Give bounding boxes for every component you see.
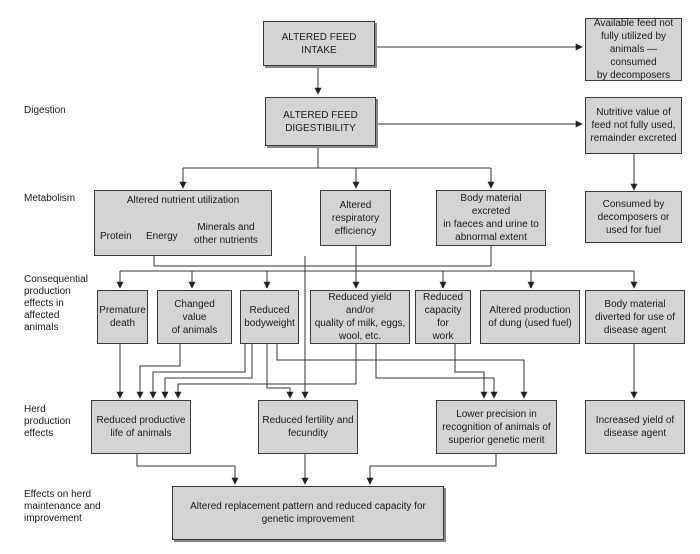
arrow-bodyweight-to-life-2 bbox=[161, 344, 253, 399]
box-altered-respiratory-efficiency: Altered respiratory efficiency bbox=[320, 190, 391, 246]
box-nutritive-value: Nutritive value of feed not fully used, … bbox=[585, 97, 682, 154]
box-lower-precision: Lower precision in recognition of animal… bbox=[436, 400, 557, 454]
box-body-material-excreted: Body material excreted in faeces and uri… bbox=[436, 190, 546, 246]
arrow-capacity-to-precision bbox=[454, 344, 488, 399]
box-altered-replacement: Altered replacement pattern and reduced … bbox=[172, 486, 444, 540]
box-reduced-fertility: Reduced fertility and fecundity bbox=[258, 400, 358, 454]
nutrient-energy: Energy bbox=[146, 231, 178, 242]
arrow-bodyweight-to-fertility bbox=[266, 344, 294, 399]
box-altered-feed-intake: ALTERED FEED INTAKE bbox=[263, 21, 375, 66]
box-increased-yield: Increased yield of disease agent bbox=[585, 400, 685, 454]
box-available-feed: Available feed not fully utilized by ani… bbox=[585, 18, 682, 81]
arrow-yield-to-precision bbox=[375, 344, 498, 399]
nutrient-protein: Protein bbox=[100, 231, 132, 242]
label-digestion: Digestion bbox=[24, 105, 66, 116]
box-altered-dung: Altered production of dung (used fuel) bbox=[480, 290, 580, 344]
box-altered-feed-digestibility: ALTERED FEED DIGESTIBILITY bbox=[265, 97, 376, 146]
box-reduced-productive-life: Reduced productive life of animals bbox=[91, 400, 191, 454]
label-herd-production: Herd production effects bbox=[24, 404, 71, 439]
box-consumed-decomposers: Consumed by decomposers or used for fuel bbox=[585, 191, 682, 243]
box-changed-value: Changed value of animals bbox=[157, 290, 232, 344]
nutrient-utilization-title: Altered nutrient utilization bbox=[126, 195, 240, 206]
arrow-precision-to-replacement bbox=[366, 454, 497, 485]
box-premature-death: Premature death bbox=[97, 290, 148, 344]
label-consequential: Consequential production effects in affe… bbox=[24, 274, 88, 333]
label-metabolism: Metabolism bbox=[24, 193, 76, 204]
arrow-bodyweight-to-precision bbox=[276, 344, 528, 399]
arrow-changed-to-life bbox=[136, 344, 181, 399]
box-reduced-capacity: Reduced capacity for work bbox=[415, 290, 471, 344]
box-reduced-bodyweight: Reduced bodyweight bbox=[240, 290, 299, 344]
nutrient-minerals: Minerals and other nutrients bbox=[194, 222, 258, 246]
label-herd-maintenance: Effects on herd maintenance and improvem… bbox=[24, 489, 101, 524]
box-altered-nutrient-utilization: Altered nutrient utilization bbox=[94, 190, 272, 256]
box-reduced-yield: Reduced yield and/or quality of milk, eg… bbox=[310, 290, 410, 344]
box-body-material-diverted: Body material diverted for use of diseas… bbox=[585, 290, 685, 344]
arrow-bodyweight-to-life-1 bbox=[149, 344, 246, 399]
arrow-life-to-replacement bbox=[136, 454, 239, 485]
